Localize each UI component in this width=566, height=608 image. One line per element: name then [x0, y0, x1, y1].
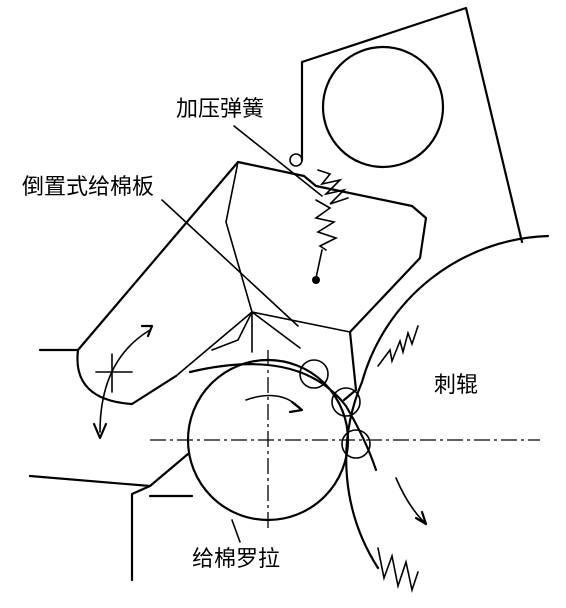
label-pressure-spring: 加压弹簧 [176, 96, 264, 121]
swing-arrow-head-bottom [92, 422, 108, 440]
label-licker-in: 刺辊 [434, 372, 478, 397]
lower-frame-support [130, 484, 194, 582]
feed-roller-rotation-arrow-head [288, 400, 304, 414]
cotton-feed-path [188, 363, 378, 472]
label-feed-roller: 给棉罗拉 [192, 546, 280, 571]
plate-inner-lines [175, 161, 351, 377]
label-inverted-feed-plate: 倒置式给棉板 [22, 174, 154, 199]
nip-point-1 [299, 359, 329, 389]
pressure-spring-upper [317, 169, 349, 205]
licker-in-teeth-upper [377, 325, 419, 367]
spring-rod-end [312, 276, 320, 284]
top-roller [321, 45, 445, 169]
swing-arrow [99, 329, 151, 433]
spring-pivot-pin [289, 153, 303, 167]
licker-in-roller [345, 234, 550, 570]
pressure-spring-lower [314, 199, 339, 251]
upper-housing-frame [300, 6, 524, 244]
licker-in-teeth-lower [377, 547, 419, 594]
licker-in-rotation-arrow [395, 477, 425, 523]
leader-pressure-spring [233, 125, 323, 197]
swing-arrow-head-top [140, 324, 154, 338]
licker-in-rotation-arrow-head [414, 510, 428, 526]
lower-frame-left [28, 452, 190, 488]
plate-lower-nose [76, 348, 178, 406]
nip-point-3 [341, 429, 371, 459]
nip-point-2 [331, 387, 361, 417]
leader-feed-plate [161, 199, 299, 327]
leader-feed-roller [231, 519, 241, 543]
inverted-feed-plate [76, 160, 428, 402]
spring-rod [315, 249, 323, 279]
